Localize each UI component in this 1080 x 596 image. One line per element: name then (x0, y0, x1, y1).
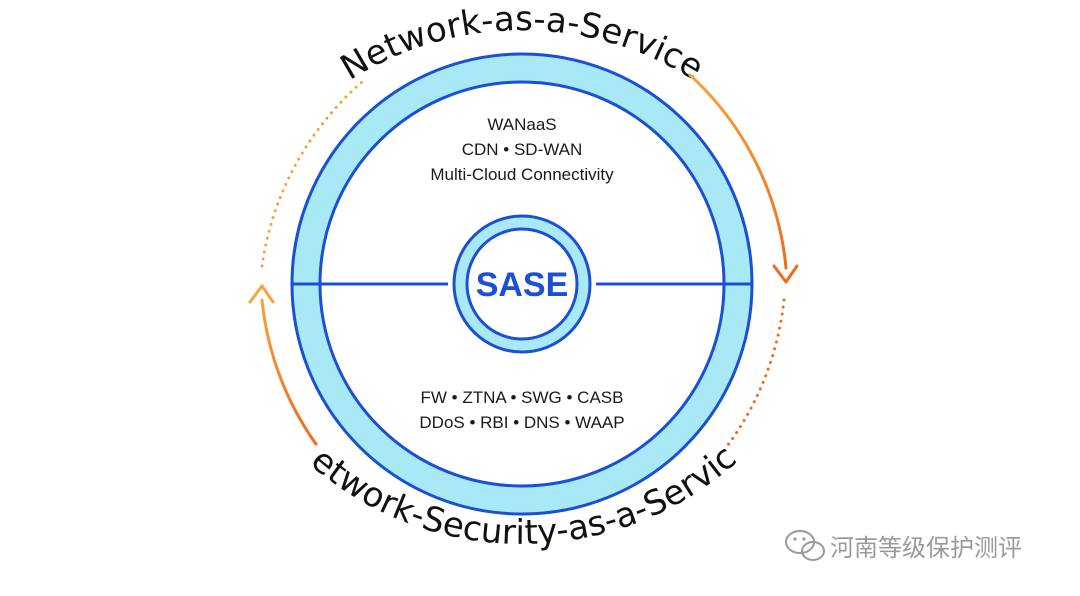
wechat-icon (785, 530, 825, 561)
sase-label: SASE (476, 266, 569, 304)
arrow-right-down (688, 73, 799, 284)
dotted-trail-right (726, 298, 786, 447)
upper-service-line-1: WANaaS (487, 115, 556, 134)
lower-service-line-2: DDoS • RBI • DNS • WAAP (419, 413, 624, 432)
dotted-trail-left (260, 80, 364, 268)
watermark: 河南等级保护测评 (785, 530, 1022, 562)
arrow-left-up (248, 284, 318, 446)
watermark-text: 河南等级保护测评 (830, 534, 1022, 562)
upper-service-line-2: CDN • SD-WAN (462, 140, 583, 159)
inner-ring (452, 214, 592, 354)
upper-service-line-3: Multi-Cloud Connectivity (430, 165, 614, 184)
lower-service-line-1: FW • ZTNA • SWG • CASB (421, 388, 624, 407)
